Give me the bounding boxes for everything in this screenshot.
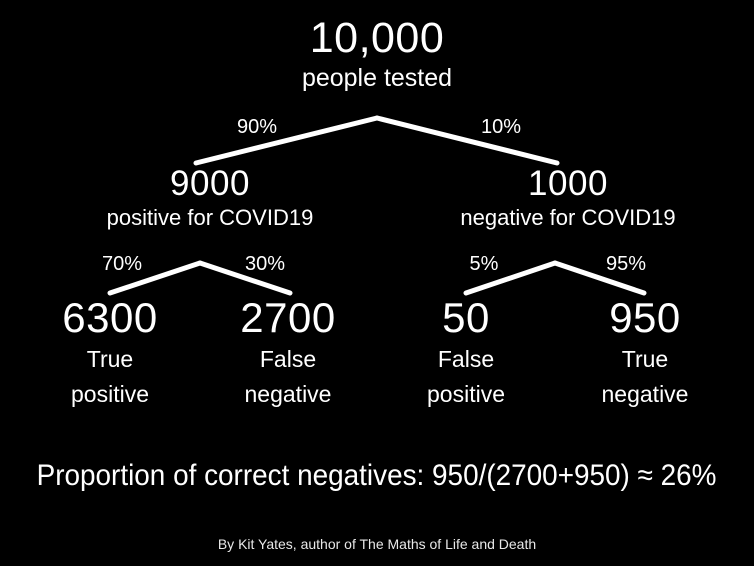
true-negative-label-line1: True [621,346,669,373]
positive-value: 9000 [170,164,250,203]
true-negative-label-line2: negative [601,381,689,408]
false-positive-label-line1: False [437,346,495,373]
node-negative: 1000 negative for COVID19 [460,164,676,230]
root-label: people tested [301,64,453,93]
conclusion-text: Proportion of correct negatives: 950/(27… [1,459,753,493]
negative-value: 1000 [528,164,608,203]
node-root: 10,000 people tested [301,14,453,93]
true-positive-label-line1: True [86,346,134,373]
node-false-negative: 2700 False negative [240,294,336,410]
node-true-positive: 6300 True positive [62,294,158,410]
positive-label: positive for COVID19 [106,204,314,230]
branch-pct-positive: 90% [236,116,278,138]
negative-label: negative for COVID19 [460,204,676,230]
credit-line: By Kit Yates, author of The Maths of Lif… [217,536,537,552]
branch-pct-false-positive: 5% [469,253,499,275]
false-negative-value: 2700 [240,294,336,341]
branch-pct-true-positive: 70% [101,253,143,275]
branch-pct-negative: 10% [480,116,522,138]
node-false-positive: 50 False positive [427,294,505,410]
false-positive-label-line2: positive [427,381,505,408]
branch-pct-false-negative: 30% [244,253,286,275]
edge-root-to-positive [193,115,380,166]
branch-pct-true-negative: 95% [605,253,647,275]
true-negative-value: 950 [609,294,681,341]
node-true-negative: 950 True negative [601,294,689,410]
true-positive-value: 6300 [62,294,158,341]
node-positive: 9000 positive for COVID19 [106,164,314,230]
conclusion-inner: Proportion of correct negatives: 950/(27… [37,459,717,492]
root-value: 10,000 [309,14,445,62]
true-positive-label-line2: positive [71,381,149,408]
false-positive-value: 50 [442,294,490,341]
false-negative-label-line2: negative [244,381,332,408]
false-negative-label-line1: False [259,346,317,373]
edge-root-to-negative [374,115,560,166]
